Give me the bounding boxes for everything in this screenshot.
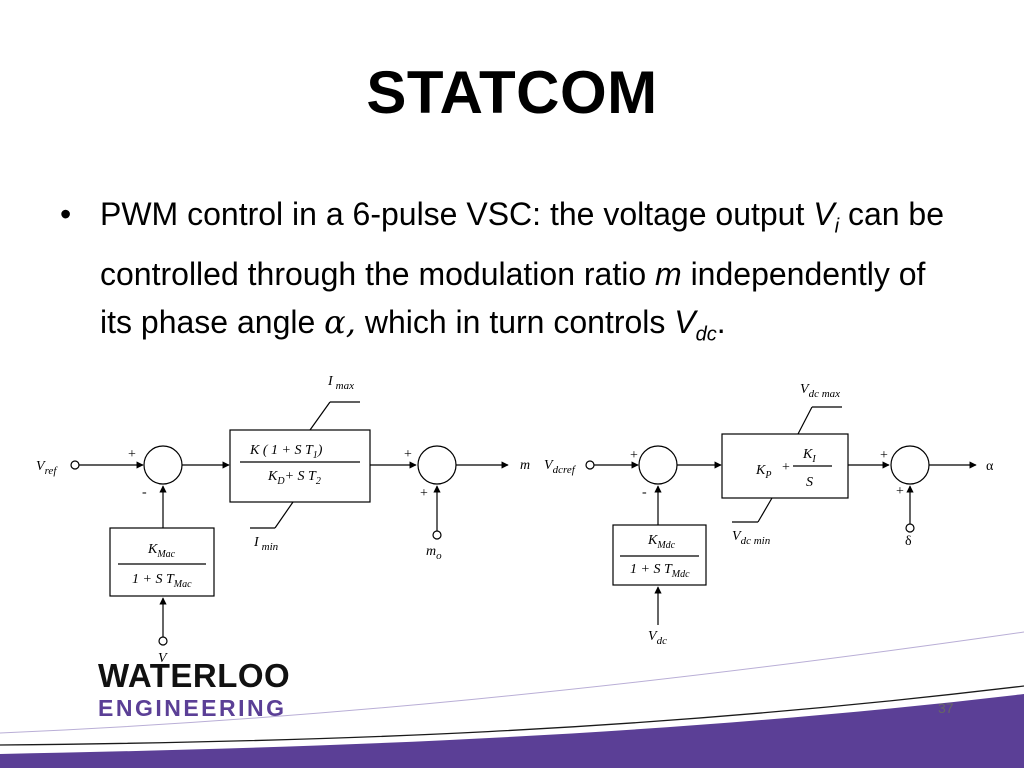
left-feedback-denominator: 1 + S TMac [132, 572, 192, 590]
footer-purple-band [0, 694, 1024, 768]
right-sum2-plus-bottom: + [896, 484, 904, 499]
right-pi-plus: + [782, 460, 790, 475]
var-vdc: Vdc [674, 304, 716, 345]
var-vi-sub: i [834, 215, 840, 238]
right-pi-s: S [806, 475, 813, 490]
right-sum2-plus-top: + [880, 448, 888, 463]
left-sum2-plus-top: + [404, 447, 412, 462]
right-sum1-minus: - [642, 485, 647, 500]
right-feedback-block [612, 524, 707, 586]
var-m: m [655, 256, 682, 293]
right-feedback-input-label: Vdc [648, 629, 667, 647]
right-input-label: Vdcref [544, 458, 577, 476]
right-control-loop [585, 406, 977, 625]
var-vi: Vi [813, 196, 839, 237]
var-vi-main: V [813, 196, 835, 232]
left-limit-min-line [274, 501, 294, 529]
waterloo-engineering-logo: WATERLOO ENGINEERING [98, 658, 290, 722]
right-limit-max-line [797, 406, 813, 435]
bullet-marker: • [60, 196, 72, 232]
left-sum2-plus-bottom: + [420, 486, 428, 501]
logo-wordmark-bottom: ENGINEERING [98, 695, 287, 721]
logo-wordmark-top: WATERLOO [98, 657, 291, 694]
right-sum1-plus: + [630, 448, 638, 463]
left-input-label: Vref [36, 459, 58, 477]
left-pi-numerator: K ( 1 + S T1) [249, 443, 323, 461]
right-limit-min-line [757, 497, 773, 523]
right-limit-min-label: Vdc min [732, 529, 771, 547]
right-feedback-denominator: 1 + S TMdc [630, 562, 690, 580]
bullet-text-part: . [716, 304, 726, 341]
left-output-label: m [520, 458, 530, 473]
right-labels: Vdcref + - KP + KI S Vdc max Vdc min + +… [544, 382, 994, 647]
var-vdc-sub: dc [695, 323, 717, 346]
bullet-text-part: can be controlled through the modulation… [100, 196, 945, 293]
bullet-text-part: which in turn controls [355, 304, 675, 341]
bullet-text-part: PWM control in a 6-pulse VSC: the voltag… [100, 196, 814, 232]
left-feedback-input-label: V [158, 651, 168, 666]
left-pi-block [229, 429, 371, 503]
left-control-loop [70, 401, 509, 646]
right-pi-ki: KI [802, 447, 816, 465]
left-offset-label: mo [426, 544, 442, 562]
bullet-text-part: independently of its phase angle [100, 256, 926, 341]
right-limit-max-label: Vdc max [800, 382, 840, 400]
bullet-text: PWM control in a 6-pulse VSC: the voltag… [100, 190, 960, 359]
bullet-point: • PWM control in a 6-pulse VSC: the volt… [60, 190, 960, 359]
page-number: 37 [938, 700, 954, 716]
right-feedback-numerator: KMdc [647, 533, 676, 551]
slide-title: STATCOM [366, 59, 658, 126]
footer-line-light [0, 631, 1024, 734]
var-vdc-main: V [674, 304, 696, 341]
left-limit-max-line [309, 401, 331, 431]
var-alpha: α, [324, 303, 356, 342]
left-pi-denominator: KD+ S T2 [267, 469, 321, 487]
left-sum1-plus: + [128, 447, 136, 462]
left-sum1-minus: - [142, 485, 147, 500]
right-output-label: α [986, 459, 994, 474]
right-offset-label: δ [905, 534, 912, 549]
footer-line-dark [0, 685, 1024, 746]
left-feedback-numerator: KMac [147, 542, 176, 560]
left-feedback-block [109, 527, 215, 597]
right-pi-kp: KP [755, 463, 771, 481]
